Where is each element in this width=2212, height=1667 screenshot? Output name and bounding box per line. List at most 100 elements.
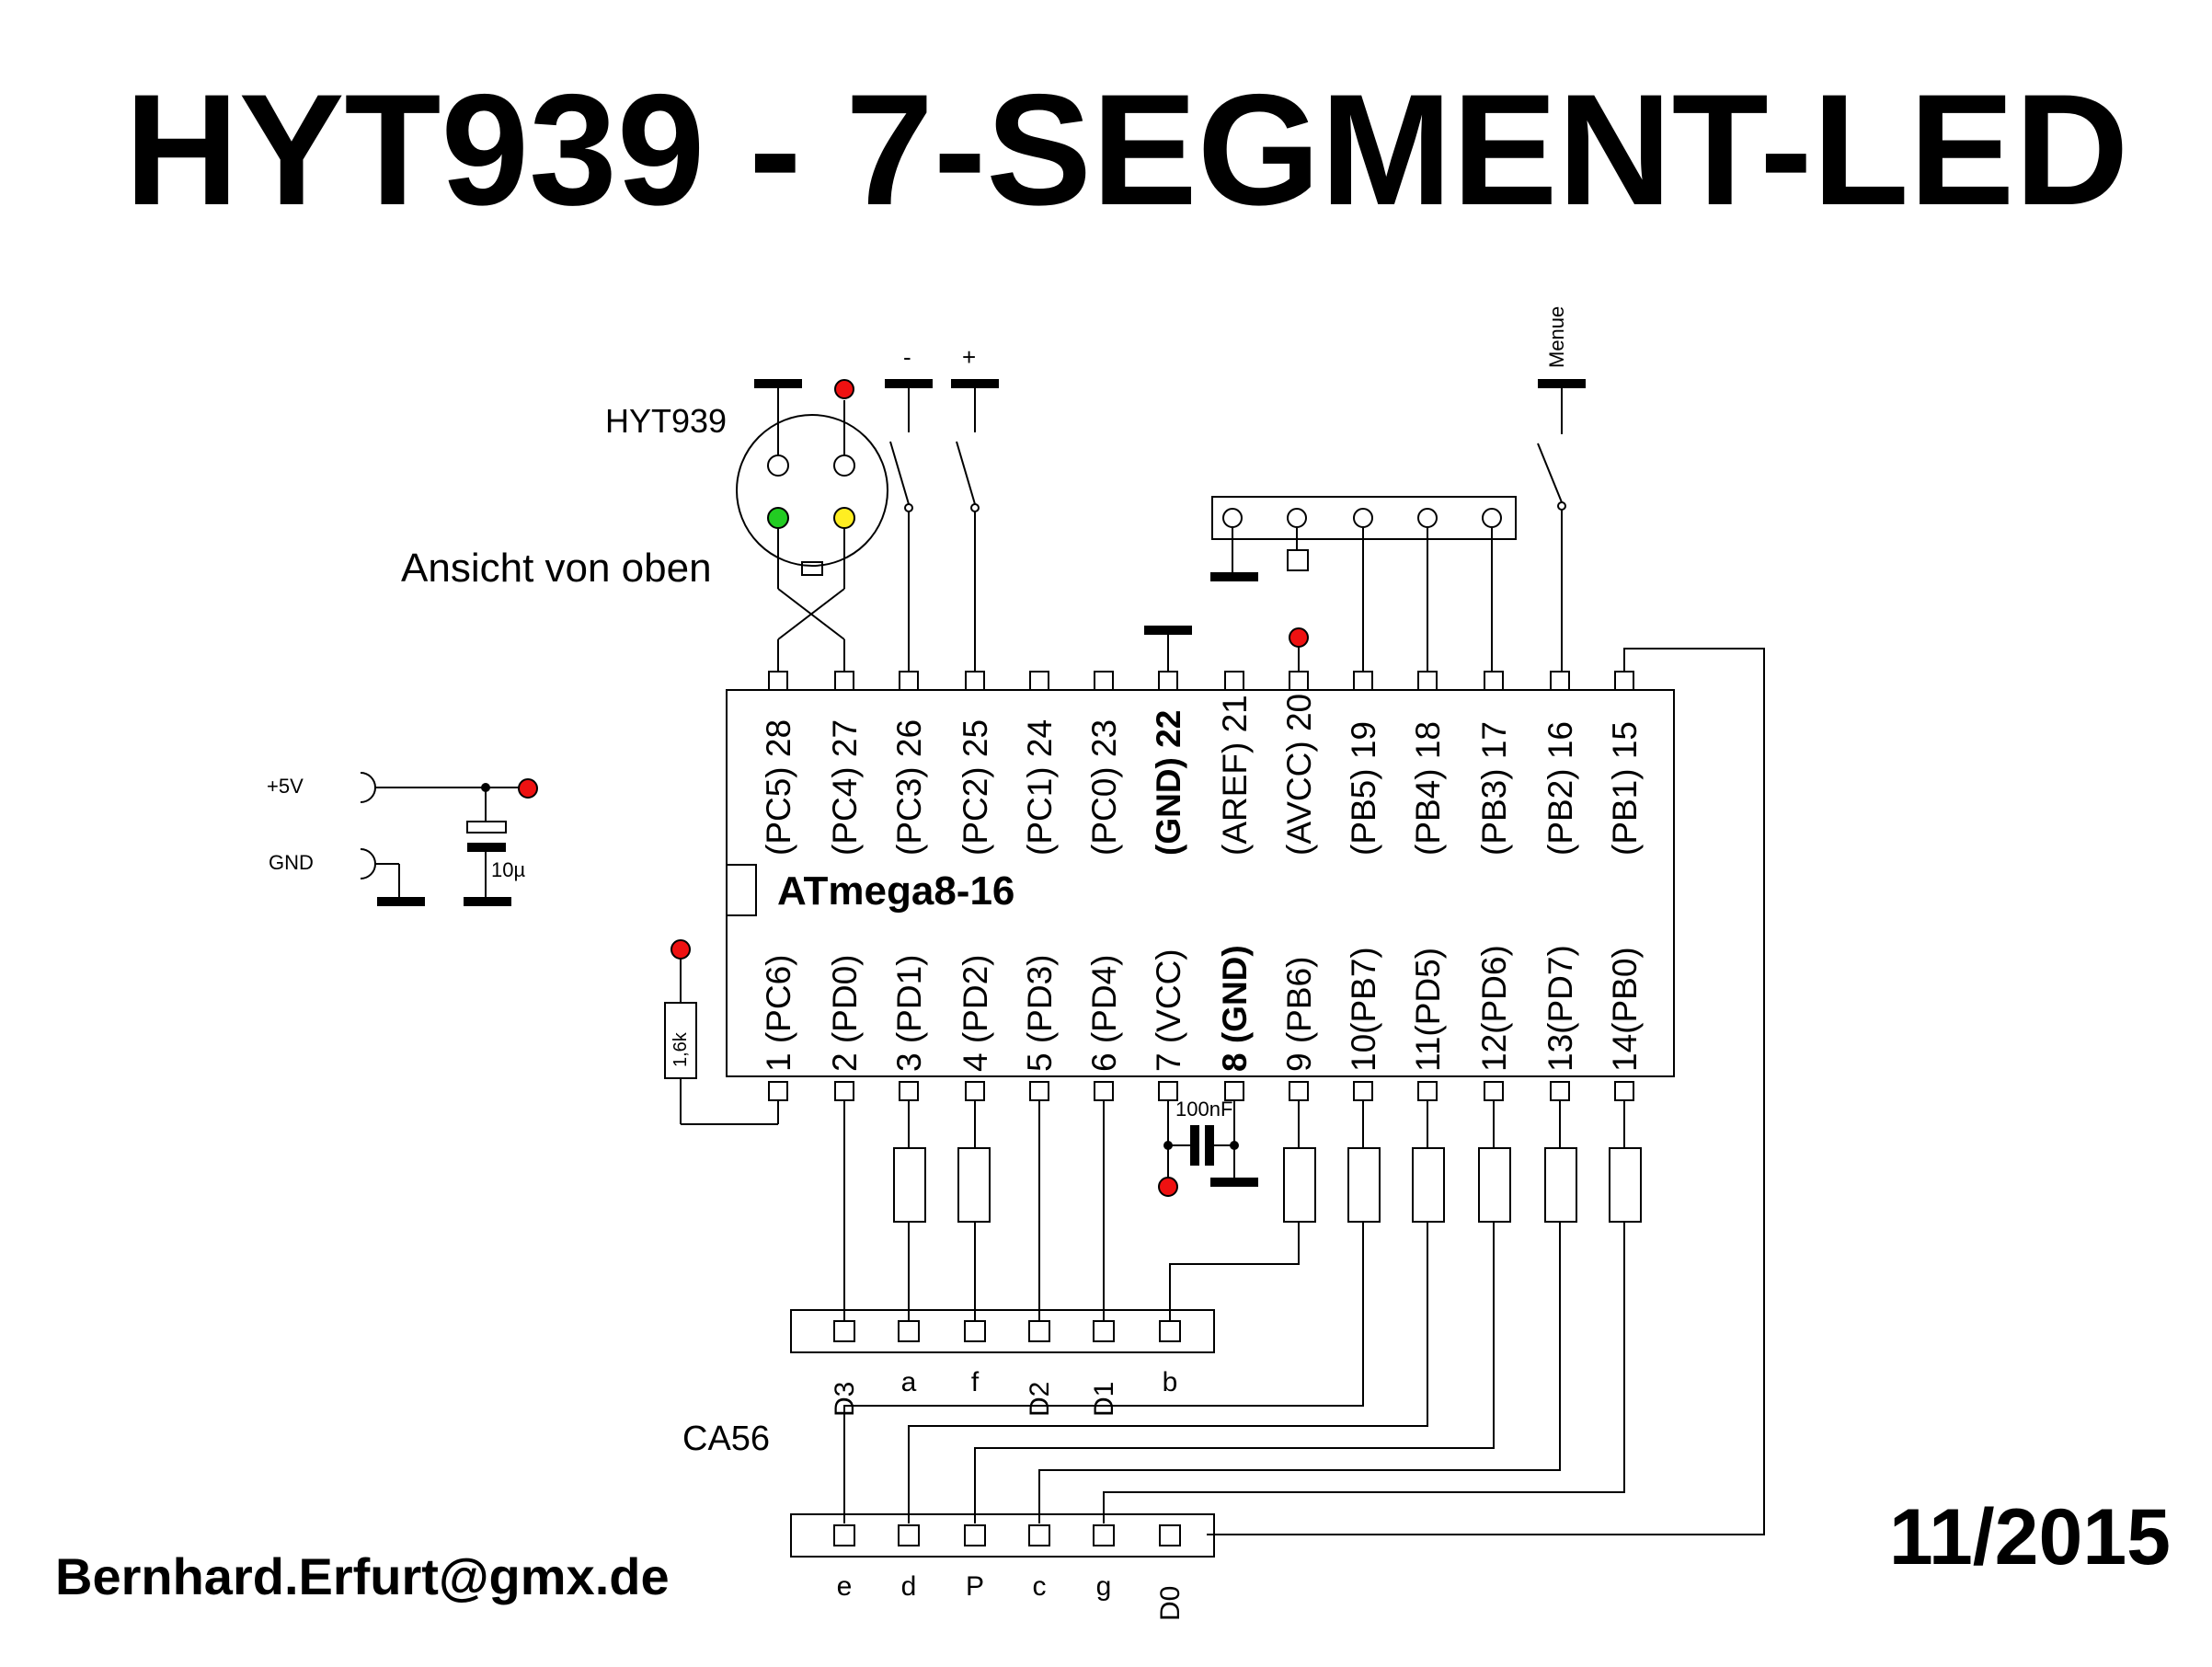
chip-top-pin-pad <box>1158 671 1178 691</box>
chip-bottom-pin-label: 6 (PD4) <box>1085 955 1123 1072</box>
display-pad <box>898 1524 920 1546</box>
chip-bottom-pin-pad <box>1614 1081 1634 1101</box>
display-pin-label: d <box>901 1571 917 1602</box>
ca56-display: CA56 <box>682 1309 1215 1558</box>
chip-bottom-pin-pad <box>899 1081 919 1101</box>
chip-top-pin-label: (PB3) 17 <box>1475 721 1513 856</box>
chip-name: ATmega8-16 <box>777 868 1014 914</box>
display-wiring <box>843 1100 1625 1523</box>
chip-top-pin-pad <box>1614 671 1634 691</box>
chip-bottom-pin-pad <box>1029 1081 1049 1101</box>
chip-top-pin-label: (AREF) 21 <box>1216 695 1254 856</box>
display-pad <box>964 1524 986 1546</box>
display-pad <box>898 1320 920 1342</box>
display-pin-label: P <box>966 1571 984 1602</box>
reset-resistor: 1,6k <box>664 939 779 1125</box>
decoupling-capacitor: 100nF <box>1158 1098 1258 1197</box>
chip-bottom-pin-label: 2 (PD0) <box>826 955 864 1072</box>
chip-top-pin-pad <box>834 671 854 691</box>
chip-bottom-pin-pad <box>1417 1081 1438 1101</box>
display-pad <box>1159 1320 1181 1342</box>
chip-top-pin-label: (PC3) 26 <box>890 719 928 856</box>
reset-vcc-dot <box>670 939 691 960</box>
revision-date: 11/2015 <box>1889 1493 2171 1581</box>
chip-top-pin-pad <box>1029 671 1049 691</box>
display-pin-label: g <box>1096 1571 1112 1602</box>
chip-bottom-pin-label: 3 (PD1) <box>890 955 928 1072</box>
button-menu: Menue <box>1537 306 1586 672</box>
power-cap-label: 10µ <box>491 858 525 881</box>
chip-bottom-pin-label: 14(PB0) <box>1606 947 1644 1072</box>
chip-bottom-pin-pad <box>1158 1081 1178 1101</box>
chip-top-pin-pad <box>965 671 985 691</box>
chip-top-pin-label: (GND) 22 <box>1150 710 1187 856</box>
vcc-dot <box>834 379 854 399</box>
chip-bottom-pin-pad <box>1289 1081 1309 1101</box>
display-pad <box>1093 1320 1115 1342</box>
display-pin-label: e <box>837 1571 853 1602</box>
chip-bottom-pin-label: 10(PB7) <box>1345 947 1382 1072</box>
display-pad <box>1093 1524 1115 1546</box>
chip-top-pin-label: (AVCC) 20 <box>1280 694 1318 856</box>
power-input: +5V GND 10µ <box>267 772 538 906</box>
power-vcc-dot <box>518 778 538 799</box>
reset-resistor-label: 1,6k <box>670 1031 691 1067</box>
chip-top-pin-pad <box>1484 671 1504 691</box>
chip-bottom-pin-label: 12(PD6) <box>1475 945 1513 1072</box>
chip-top-pin-label: (PC0) 23 <box>1085 719 1123 856</box>
author-email: Bernhard.Erfurt@gmx.de <box>55 1547 670 1605</box>
chip-top-pin-label: (PB5) 19 <box>1345 721 1382 856</box>
button-plus: + <box>951 343 999 672</box>
chip-bottom-pin-label: 13(PD7) <box>1542 945 1579 1072</box>
chip-bottom-pin-label: 8 (GND) <box>1216 945 1254 1072</box>
display-pin-label: f <box>971 1367 980 1397</box>
decoupling-cap-label: 100nF <box>1175 1098 1232 1121</box>
display-pin-label: D2 <box>1025 1382 1055 1417</box>
chip-top-pin-pad <box>1224 671 1244 691</box>
display-pin-label: b <box>1163 1367 1178 1397</box>
chip-bottom-pin-pad <box>1353 1081 1373 1101</box>
display-pin-label: a <box>901 1367 917 1397</box>
chip-top-pin-label: (PC4) 27 <box>826 719 864 856</box>
display-pin-label: D0 <box>1155 1586 1186 1621</box>
chip-top-pins: (PC5) 28(PC4) 27(PC3) 26(PC2) 25(PC1) 24… <box>760 671 1644 856</box>
segment-resistors <box>893 1147 1642 1223</box>
power-vcc-label: +5V <box>267 775 304 798</box>
display-pad <box>1159 1524 1181 1546</box>
chip-top-pin-label: (PB1) 15 <box>1606 721 1644 856</box>
chip-bottom-pin-label: 11(PD5) <box>1409 948 1447 1072</box>
chip-bottom-pin-pad <box>1094 1081 1114 1101</box>
chip-top-pin-pad <box>1417 671 1438 691</box>
chip-top-pin-pad <box>1550 671 1570 691</box>
power-gnd-label: GND <box>269 851 314 874</box>
chip-bottom-pin-label: 9 (PB6) <box>1280 957 1318 1072</box>
display-name: CA56 <box>682 1420 770 1458</box>
chip-bottom-pin-label: 4 (PD2) <box>957 955 994 1072</box>
chip-bottom-pin-label: 1 (PC6) <box>760 955 797 1072</box>
hyt939-sensor: HYT939 Ansicht von oben <box>401 379 888 672</box>
sensor-name: HYT939 <box>605 402 727 440</box>
chip-bottom-pin-label: 7 (VCC) <box>1150 948 1187 1072</box>
display-pad <box>833 1524 855 1546</box>
display-pin-label: D1 <box>1089 1382 1119 1417</box>
avcc-supply-dot <box>1289 627 1309 648</box>
display-pad <box>1028 1320 1050 1342</box>
button-menu-label: Menue <box>1545 306 1568 368</box>
chip-top-pin-pad <box>1353 671 1373 691</box>
chip-top-pin-pad <box>899 671 919 691</box>
chip-top-pin-label: (PC2) 25 <box>957 719 994 856</box>
display-pin-label: c <box>1033 1571 1047 1602</box>
chip-top-pin-pad <box>768 671 788 691</box>
chip-top-pin-label: (PC1) 24 <box>1021 719 1059 856</box>
cap-vcc-dot <box>1158 1177 1178 1197</box>
chip-bottom-pin-label: 5 (PD3) <box>1021 955 1059 1072</box>
chip-bottom-pin-pad <box>834 1081 854 1101</box>
atmega-chip: ATmega8-16 <box>726 689 1675 1077</box>
page-title: HYT939 - 7-SEGMENT-LED <box>124 62 2128 238</box>
display-pad <box>1028 1524 1050 1546</box>
chip-top-pin-pad <box>1094 671 1114 691</box>
sensor-view-note: Ansicht von oben <box>401 546 712 591</box>
button-plus-label: + <box>962 343 976 371</box>
